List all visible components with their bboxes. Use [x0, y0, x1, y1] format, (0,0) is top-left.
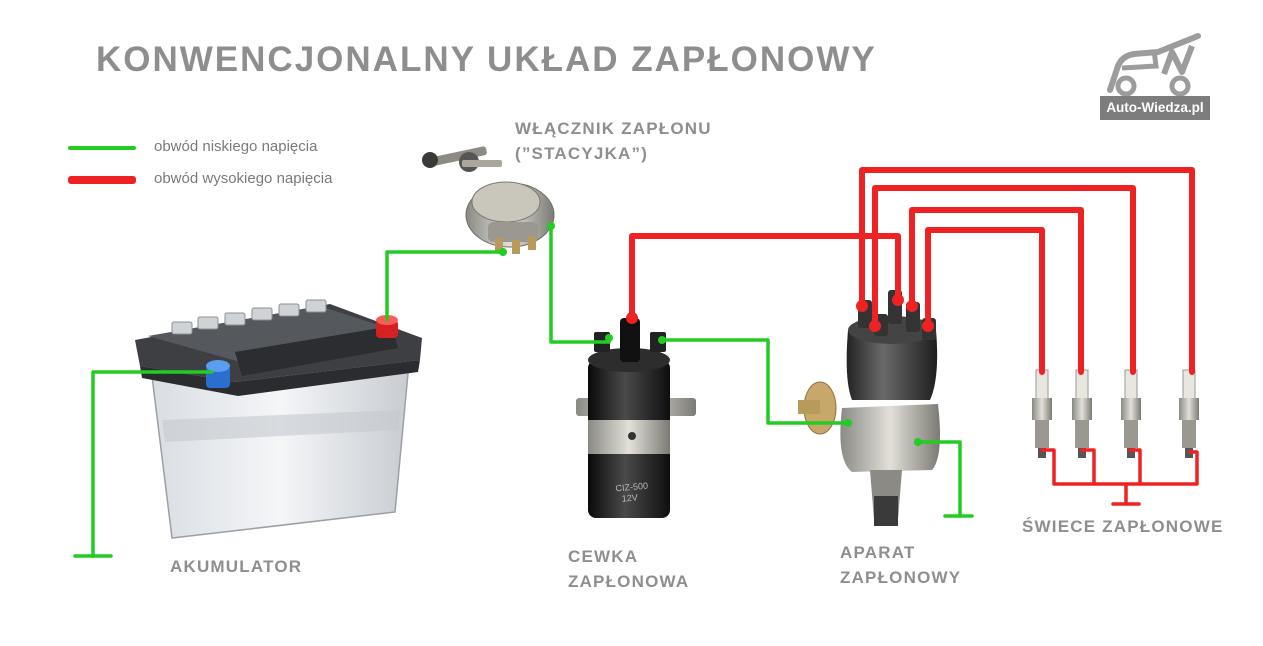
- low-voltage-wires: [73, 224, 974, 558]
- switch-label-line1: WŁĄCZNIK ZAPŁONU: [515, 119, 712, 138]
- low-voltage-legend-label: obwód niskiego napięcia: [154, 138, 318, 155]
- coil-marking-1: CIZ-500: [615, 481, 648, 494]
- distributor-label-line1: APARAT: [840, 543, 916, 562]
- spark-plug-2: [1072, 369, 1092, 458]
- vacuum-advance: [798, 381, 837, 435]
- coil-label-line2: ZAPŁONOWA: [568, 572, 690, 591]
- high-voltage-legend-line: [68, 176, 136, 184]
- distributor-label: APARAT ZAPŁONOWY: [840, 540, 961, 590]
- battery-cell-caps: [171, 299, 327, 335]
- key-icon: [422, 146, 502, 172]
- coil-marking-2: 12V: [621, 492, 638, 503]
- negative-terminal: [206, 360, 230, 388]
- spark-plug-4: [1179, 369, 1199, 458]
- spark-plug-3: [1121, 369, 1141, 458]
- hv-connectors: [626, 294, 934, 332]
- logo-icon: [1107, 33, 1201, 97]
- battery-label: AKUMULATOR: [170, 557, 303, 576]
- switch-label-line2: (”STACYJKA”): [515, 144, 649, 163]
- ignition-coil: CIZ-500 12V: [576, 318, 696, 518]
- spark-plugs-label: ŚWIECE ZAPŁONOWE: [1022, 517, 1224, 536]
- distributor-label-line2: ZAPŁONOWY: [840, 568, 962, 587]
- high-voltage-legend-label: obwód wysokiego napięcia: [154, 170, 333, 187]
- distributor: [798, 290, 940, 526]
- spark-plug-1: [1032, 369, 1052, 458]
- site-logo: Auto-Wiedza.pl: [1100, 32, 1210, 124]
- page-title: KONWENCJONALNY UKŁAD ZAPŁONOWY: [96, 40, 877, 79]
- high-voltage-wires: [629, 167, 1199, 506]
- coil-label-line1: CEWKA: [568, 547, 639, 566]
- low-voltage-legend-line: [68, 146, 136, 150]
- battery: [135, 299, 422, 539]
- coil-label: CEWKA ZAPŁONOWA: [568, 544, 689, 594]
- spark-plugs: [1032, 369, 1199, 458]
- logo-text: Auto-Wiedza.pl: [1100, 96, 1210, 120]
- lv-connectors: [499, 222, 922, 446]
- switch-label: WŁĄCZNIK ZAPŁONU (”STACYJKA”): [515, 116, 712, 166]
- ignition-switch: [422, 146, 555, 254]
